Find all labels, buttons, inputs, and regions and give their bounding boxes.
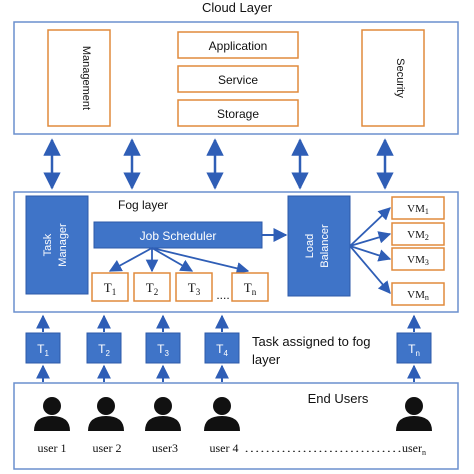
user-label-1: user 1 xyxy=(38,441,67,455)
user-label-n: usern xyxy=(402,441,426,457)
storage-box xyxy=(177,99,299,127)
security-box xyxy=(361,29,425,127)
application-box xyxy=(177,31,299,59)
vm-box-1 xyxy=(391,196,445,220)
fog-task-box-2 xyxy=(133,272,171,302)
vm-label-3: VM3 xyxy=(407,254,429,267)
assigned-task-box-4 xyxy=(204,332,240,364)
vm-label-n: VMn xyxy=(407,289,429,302)
vm-label-1: VM1 xyxy=(407,203,429,216)
fog-task-box-n xyxy=(231,272,269,302)
balancer-vm-arrow-2 xyxy=(349,231,392,247)
fog-task-label-1: T1 xyxy=(104,280,116,297)
management-label: Management xyxy=(80,46,92,110)
load-balancer-label-line2: Balancer xyxy=(319,224,331,268)
end-users-title: End Users xyxy=(308,391,369,406)
user-dots: ………………………… xyxy=(244,441,402,455)
assigned-task-label-3: T3 xyxy=(157,342,169,358)
vm-label-2: VM2 xyxy=(407,229,429,242)
assigned-task-box-2 xyxy=(86,332,122,364)
task-manager-box xyxy=(25,195,89,295)
user-label-4: user 4 xyxy=(210,441,239,455)
assigned-task-box-n xyxy=(396,332,432,364)
vm-box-2 xyxy=(391,222,445,246)
fog-task-label-n: Tn xyxy=(244,280,257,297)
vm-box-3 xyxy=(391,247,445,271)
job-scheduler-box xyxy=(93,221,263,249)
balancer-vm-arrow-1 xyxy=(349,207,391,247)
person-icon-4 xyxy=(204,397,240,431)
person-icon-1 xyxy=(34,397,70,431)
assigned-task-label-n: Tn xyxy=(408,342,420,358)
balancer-vm-arrow-3 xyxy=(349,245,392,262)
assigned-task-label-4: T4 xyxy=(216,342,228,358)
user-label-3: user3 xyxy=(152,441,178,455)
load-balancer-label-line1: Load xyxy=(304,234,316,258)
fog-task-label-3: T3 xyxy=(188,280,201,297)
task-manager-label-line2: Manager xyxy=(57,223,69,267)
fog-task-box-1 xyxy=(91,272,129,302)
load-balancer-box xyxy=(287,195,351,297)
person-icon-3 xyxy=(145,397,181,431)
task-assigned-label-line2: layer xyxy=(252,352,281,367)
person-icon-n xyxy=(396,397,432,431)
vm-box-n xyxy=(391,282,445,306)
storage-label: Storage xyxy=(217,107,259,121)
assigned-task-box-3 xyxy=(145,332,181,364)
fog-task-box-3 xyxy=(175,272,213,302)
scheduler-task-arrow-1 xyxy=(108,247,153,272)
scheduler-task-arrow-3 xyxy=(151,247,194,272)
user-label-2: user 2 xyxy=(93,441,122,455)
assigned-task-box-1 xyxy=(25,332,61,364)
scheduler-task-arrow-n xyxy=(151,247,250,275)
assigned-task-label-1: T1 xyxy=(37,342,49,358)
service-label: Service xyxy=(218,73,258,87)
task-manager-label-line1: Task xyxy=(42,233,54,256)
job-scheduler-label: Job Scheduler xyxy=(140,229,217,243)
management-box xyxy=(47,29,111,127)
security-label: Security xyxy=(394,58,406,98)
fog-task-label-2: T2 xyxy=(146,280,158,297)
fog-layer-title: Fog layer xyxy=(118,198,168,212)
service-box xyxy=(177,65,299,93)
task-assigned-label-line1: Task assigned to fog xyxy=(252,334,371,349)
balancer-vm-arrow-n xyxy=(349,245,391,294)
cloud-layer-title: Cloud Layer xyxy=(202,0,273,15)
assigned-task-label-2: T2 xyxy=(98,342,110,358)
person-icon-2 xyxy=(88,397,124,431)
fog-task-dots: .... xyxy=(216,288,229,302)
application-label: Application xyxy=(209,39,268,53)
